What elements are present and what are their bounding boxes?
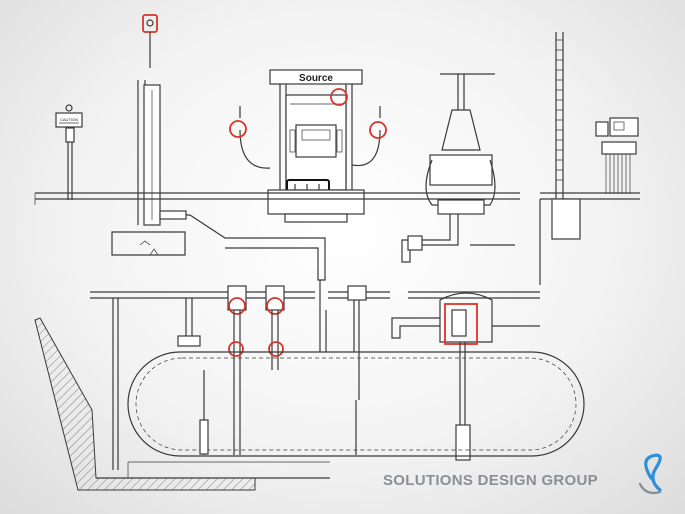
sump-unit [400, 73, 520, 263]
drop-tube-2-highlight [268, 341, 284, 357]
underground-tank [127, 351, 585, 457]
left-nozzle-highlight [229, 120, 247, 138]
fuel-dispenser: Source [229, 69, 400, 223]
s-swirl-logo [638, 453, 662, 495]
excavation-pit [34, 317, 330, 491]
dispenser-brand-label: Source [299, 73, 333, 84]
fill-port-2-highlight [266, 297, 284, 315]
tank-outer-shell [127, 351, 585, 457]
fill-port-1-highlight [228, 297, 246, 315]
lower-pipe-rack [90, 280, 540, 470]
dispenser-top-highlight [330, 88, 348, 106]
pump-head-highlight [444, 303, 478, 345]
tank-inner-wall [135, 357, 577, 451]
dispenser-canopy [269, 69, 363, 85]
brand-name: SOLUTIONS DESIGN GROUP [383, 472, 598, 489]
submersible-pump [391, 292, 540, 461]
caution-sign-post: CAUTION [55, 104, 83, 200]
vent-cap-highlight [142, 14, 158, 33]
ground-line-upper-left [34, 192, 326, 281]
drop-tube-1-highlight [228, 341, 244, 357]
right-nozzle-highlight [369, 121, 387, 139]
caution-sign-label: CAUTION [60, 117, 78, 122]
caution-sign-board [55, 112, 83, 128]
vent-pipe [111, 14, 190, 256]
tank-monitor [539, 32, 640, 285]
